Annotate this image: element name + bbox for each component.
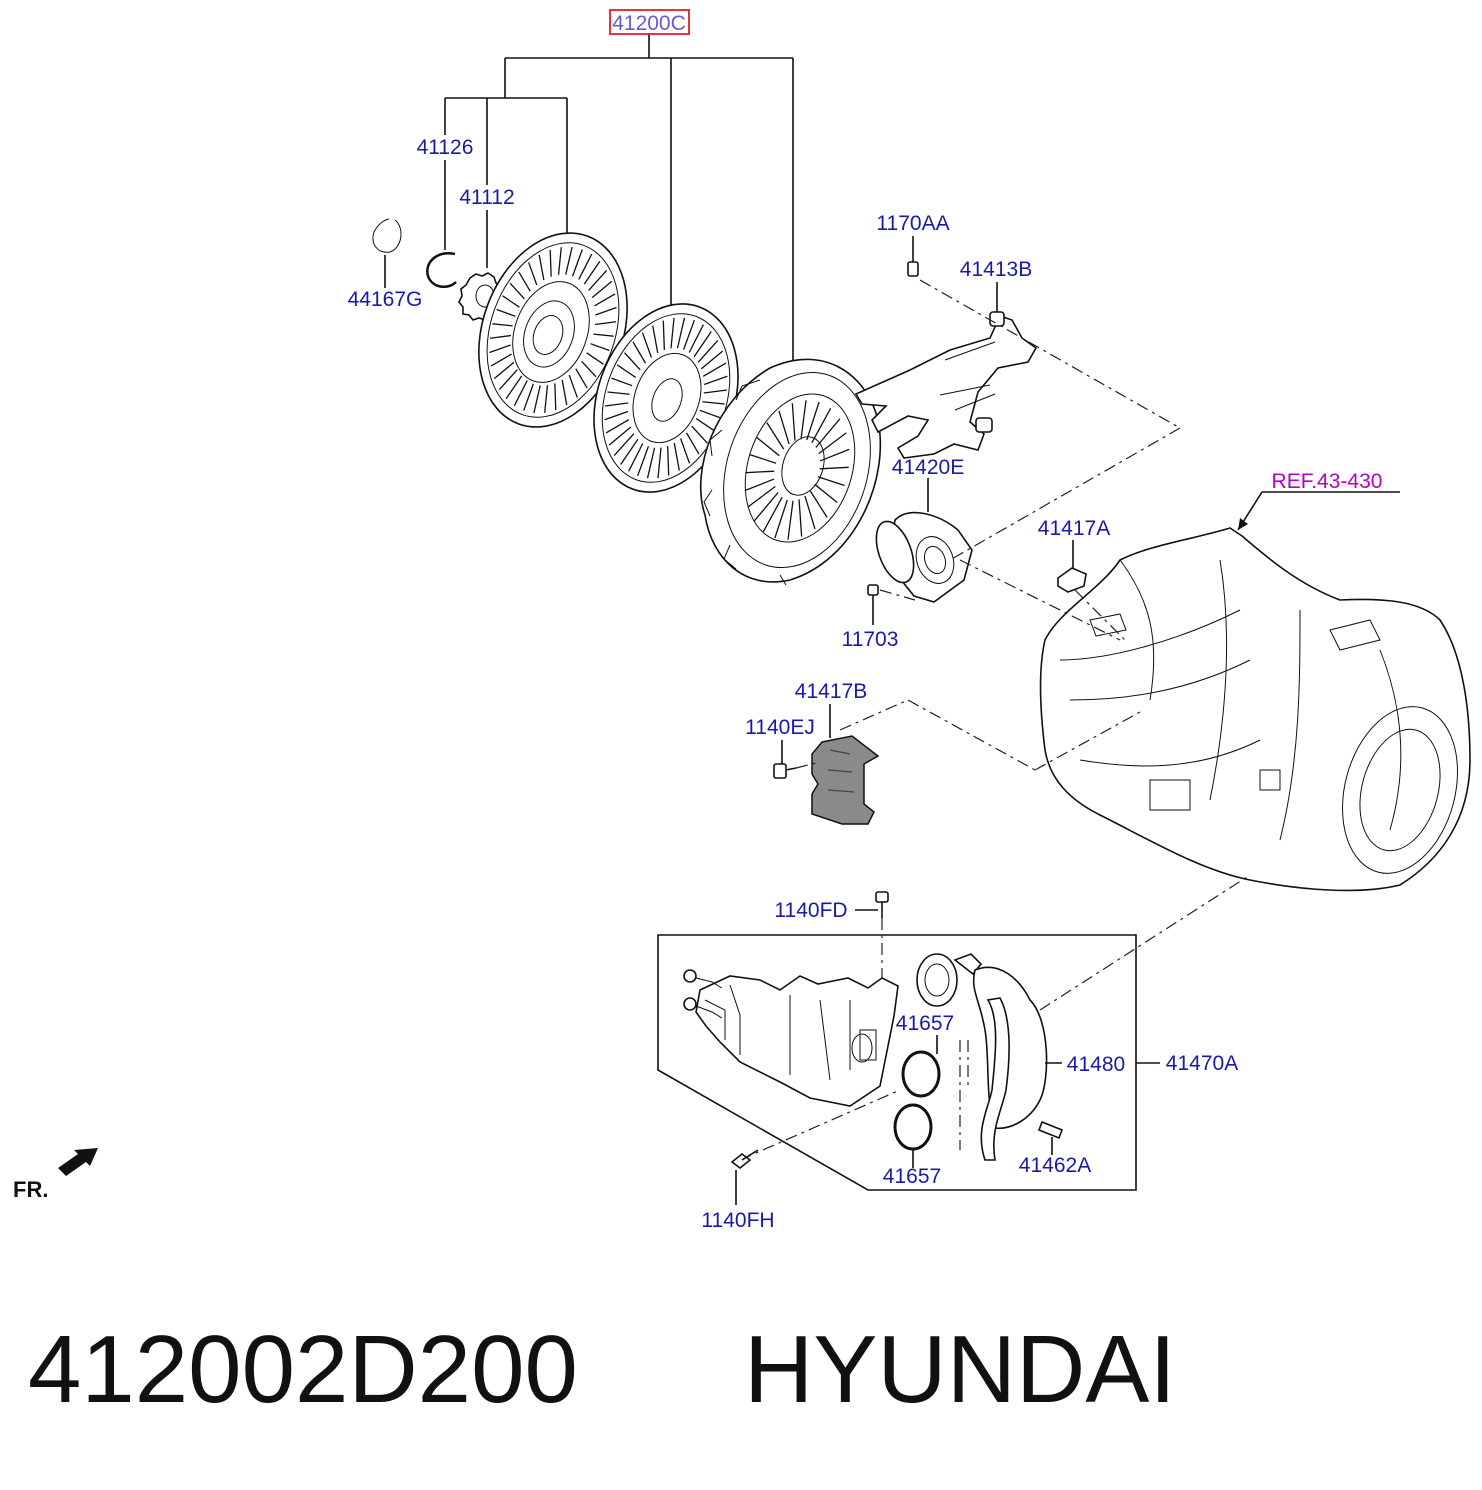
callout-41112[interactable]: 41112 [459, 186, 514, 209]
bolt-41462a[interactable] [1037, 1120, 1064, 1155]
callout-41200c[interactable]: 41200C [612, 12, 686, 35]
release-bearing-41420e[interactable] [869, 478, 973, 603]
bolt-1140fd[interactable] [855, 891, 889, 918]
snap-ring-44167g[interactable] [372, 218, 402, 253]
release-fork-41413b[interactable] [854, 282, 1038, 459]
bolt-11703[interactable] [867, 584, 879, 625]
callout-41413b[interactable]: 41413B [960, 258, 1032, 281]
callout-1140fh[interactable]: 1140FH [701, 1209, 774, 1232]
o-ring-41657-lower[interactable] [893, 1103, 933, 1168]
callout-41480[interactable]: 41480 [1067, 1053, 1125, 1076]
bracket-41417b[interactable] [811, 704, 880, 825]
brand-caption: HYUNDAI [744, 1316, 1176, 1423]
callout-41420e[interactable]: 41420E [892, 456, 964, 479]
bolt-1140ej[interactable] [773, 740, 797, 779]
callout-41462a[interactable]: 41462A [1019, 1154, 1091, 1177]
callout-41657-lower[interactable]: 41657 [883, 1165, 941, 1188]
front-direction-arrow [58, 1148, 98, 1176]
reference-43-430[interactable]: REF.43-430 [1272, 470, 1383, 493]
callout-11703[interactable]: 11703 [842, 628, 899, 651]
callout-1170aa[interactable]: 1170AA [876, 212, 949, 235]
o-ring-41657-upper[interactable] [901, 1035, 941, 1098]
callout-41417a[interactable]: 41417A [1038, 517, 1110, 540]
callout-41417b[interactable]: 41417B [795, 680, 867, 703]
circlip-41126[interactable] [426, 251, 457, 289]
callout-41657-upper[interactable]: 41657 [896, 1012, 954, 1035]
callout-1140fd[interactable]: 1140FD [774, 899, 847, 922]
clip-41417a[interactable] [1057, 540, 1087, 593]
callout-41126[interactable]: 41126 [417, 136, 474, 159]
part-number-caption: 412002D200 [28, 1316, 578, 1423]
bolt-1170aa[interactable] [907, 236, 919, 277]
clutch-disc-2[interactable] [569, 284, 763, 513]
bolt-1140fh[interactable] [730, 1149, 759, 1205]
front-direction-label: FR. [13, 1177, 48, 1202]
clutch-set-leader-lines [384, 33, 794, 368]
transmission-housing [1039, 491, 1471, 892]
callout-1140ej[interactable]: 1140EJ [745, 716, 815, 739]
actuator-assembly-41470a[interactable] [657, 934, 1160, 1191]
callout-44167g[interactable]: 44167G [348, 288, 423, 311]
selected-part-highlight [609, 9, 690, 35]
pressure-plate[interactable] [699, 353, 895, 586]
callout-41470a[interactable]: 41470A [1166, 1052, 1238, 1075]
